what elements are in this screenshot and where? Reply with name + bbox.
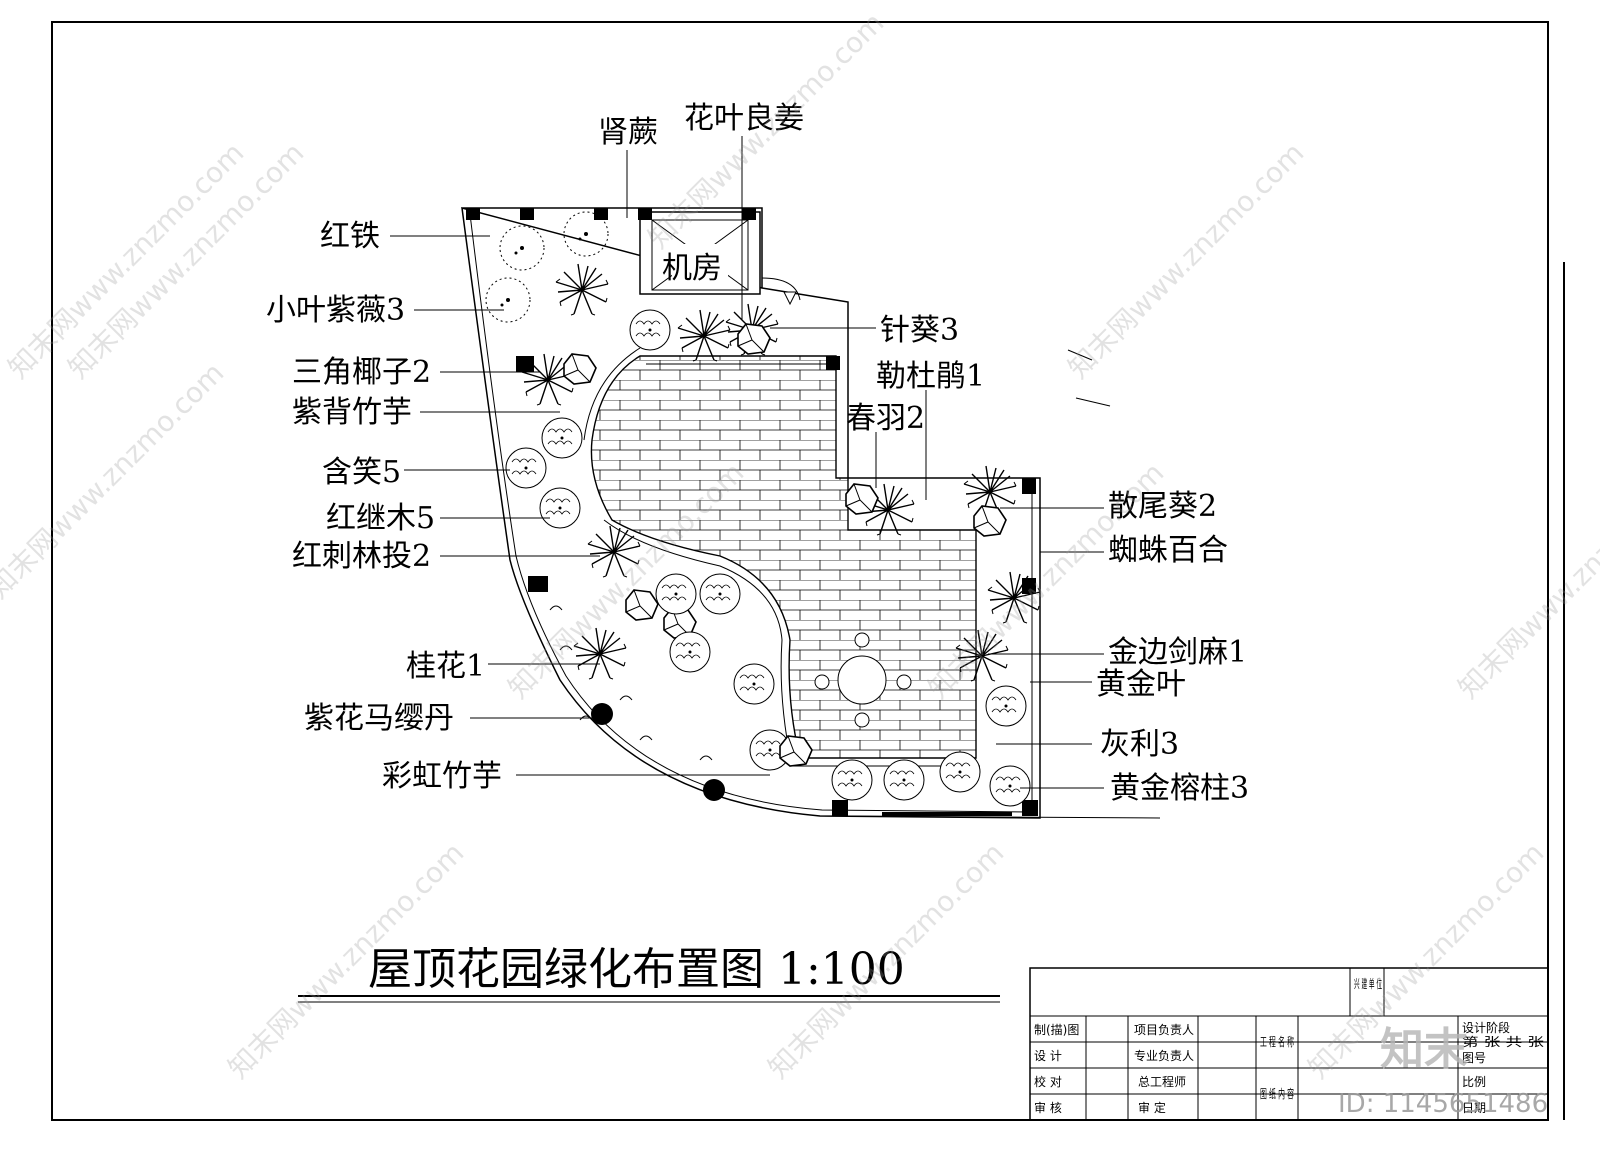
tb-r2c0: 校 对 [1034,1074,1062,1089]
sheet-border [51,21,1549,1121]
machine-room-label: 机房 [662,251,722,286]
tb-r1c2: 专业负责人 [1134,1048,1194,1063]
right-labels: 针葵3 勒杜鹃1 春羽2 散尾葵2 蜘蛛百合 金边剑麻1 黄金叶 灰利3 黄金榕… [846,313,1249,806]
top-labels: 肾蕨 花叶良姜 [598,101,804,150]
label-hongtie: 红铁 [320,219,380,254]
label-hongjimu: 红继木5 [326,501,435,536]
tb-r3c2: 审 定 [1138,1100,1166,1115]
label-huayeliangjiang: 花叶良姜 [684,101,804,136]
label-huangjinrongzhu: 黄金榕柱3 [1110,771,1249,806]
leader-lines [390,136,1111,789]
tb-project-name: 工 程 名 称 [1260,1034,1294,1049]
tb-scale: 比例 [1462,1075,1486,1089]
label-sanweikui: 散尾葵2 [1108,489,1217,524]
label-huangjinye: 黄金叶 [1096,667,1186,702]
label-jinbianjianma: 金边剑麻1 [1108,635,1247,670]
tb-r3c0: 审 核 [1034,1100,1062,1115]
label-huili: 灰利3 [1100,727,1179,762]
tb-stage: 设计阶段 [1462,1020,1510,1035]
svg-text:知末网www.znzmo.com: 知末网www.znzmo.com [0,356,230,605]
label-zihuamayingdan: 紫花马缨丹 [304,701,454,736]
watermark-id: ID: 1145651486 [1338,1089,1548,1119]
tb-r1c0: 设 计 [1034,1049,1062,1063]
title-block-text: 兴 建 单 位 制(描)图 项目负责人 设 计 专业负责人 校 对 总工程师 审… [1034,976,1544,1115]
watermark-logo: 知末 [1380,1024,1468,1075]
label-zhizhubaihe: 蜘蛛百合 [1108,533,1228,568]
label-chunyu: 春羽2 [846,401,925,436]
label-zibeizhuyu: 紫背竹芋 [292,395,412,430]
label-xiaoyeziwei: 小叶紫薇3 [266,293,405,328]
tb-r0c2: 项目负责人 [1134,1023,1194,1037]
label-leduju: 勒杜鹃1 [876,359,985,394]
label-sanjiaoyezi: 三角椰子2 [292,355,431,390]
drawing-title: 屋顶花园绿化布置图 1:100 [368,944,905,995]
svg-text:知末网www.znzmo.com: 知末网www.znzmo.com [1062,136,1311,385]
label-guihua: 桂花1 [406,649,485,684]
label-shenjue: 肾蕨 [598,115,658,150]
tb-r2c2: 总工程师 [1138,1074,1186,1089]
tb-date: 日期 [1462,1101,1486,1115]
label-hanxiao: 含笑5 [322,455,401,490]
svg-text:知末网www.znzmo.com: 知末网www.znzmo.com [62,136,311,385]
svg-text:知末网www.znzmo.com: 知末网www.znzmo.com [642,6,891,255]
tb-build-unit: 兴 建 单 位 [1354,976,1382,991]
tb-drawing-no: 图号 [1462,1051,1486,1065]
svg-text:知末网www.znzmo.com: 知末网www.znzmo.com [1452,456,1600,705]
label-caihongzhuyu: 彩虹竹芋 [382,759,502,794]
title-block [1029,967,1549,1121]
tb-drawing-content: 图 纸 内 容 [1260,1086,1294,1101]
label-zhenkui: 针葵3 [880,313,959,348]
tb-sheets: 第 张 共 张 [1462,1035,1544,1049]
left-labels: 红铁 小叶紫薇3 三角椰子2 紫背竹芋 含笑5 红继木5 红刺林投2 桂花1 紫… [266,219,502,794]
svg-text:知末网www.znzmo.com: 知末网www.znzmo.com [2,136,251,385]
label-hongcilintou: 红刺林投2 [292,539,431,574]
garden-plan: 机房 [461,206,1161,819]
tb-r0c0: 制(描)图 [1034,1023,1079,1037]
